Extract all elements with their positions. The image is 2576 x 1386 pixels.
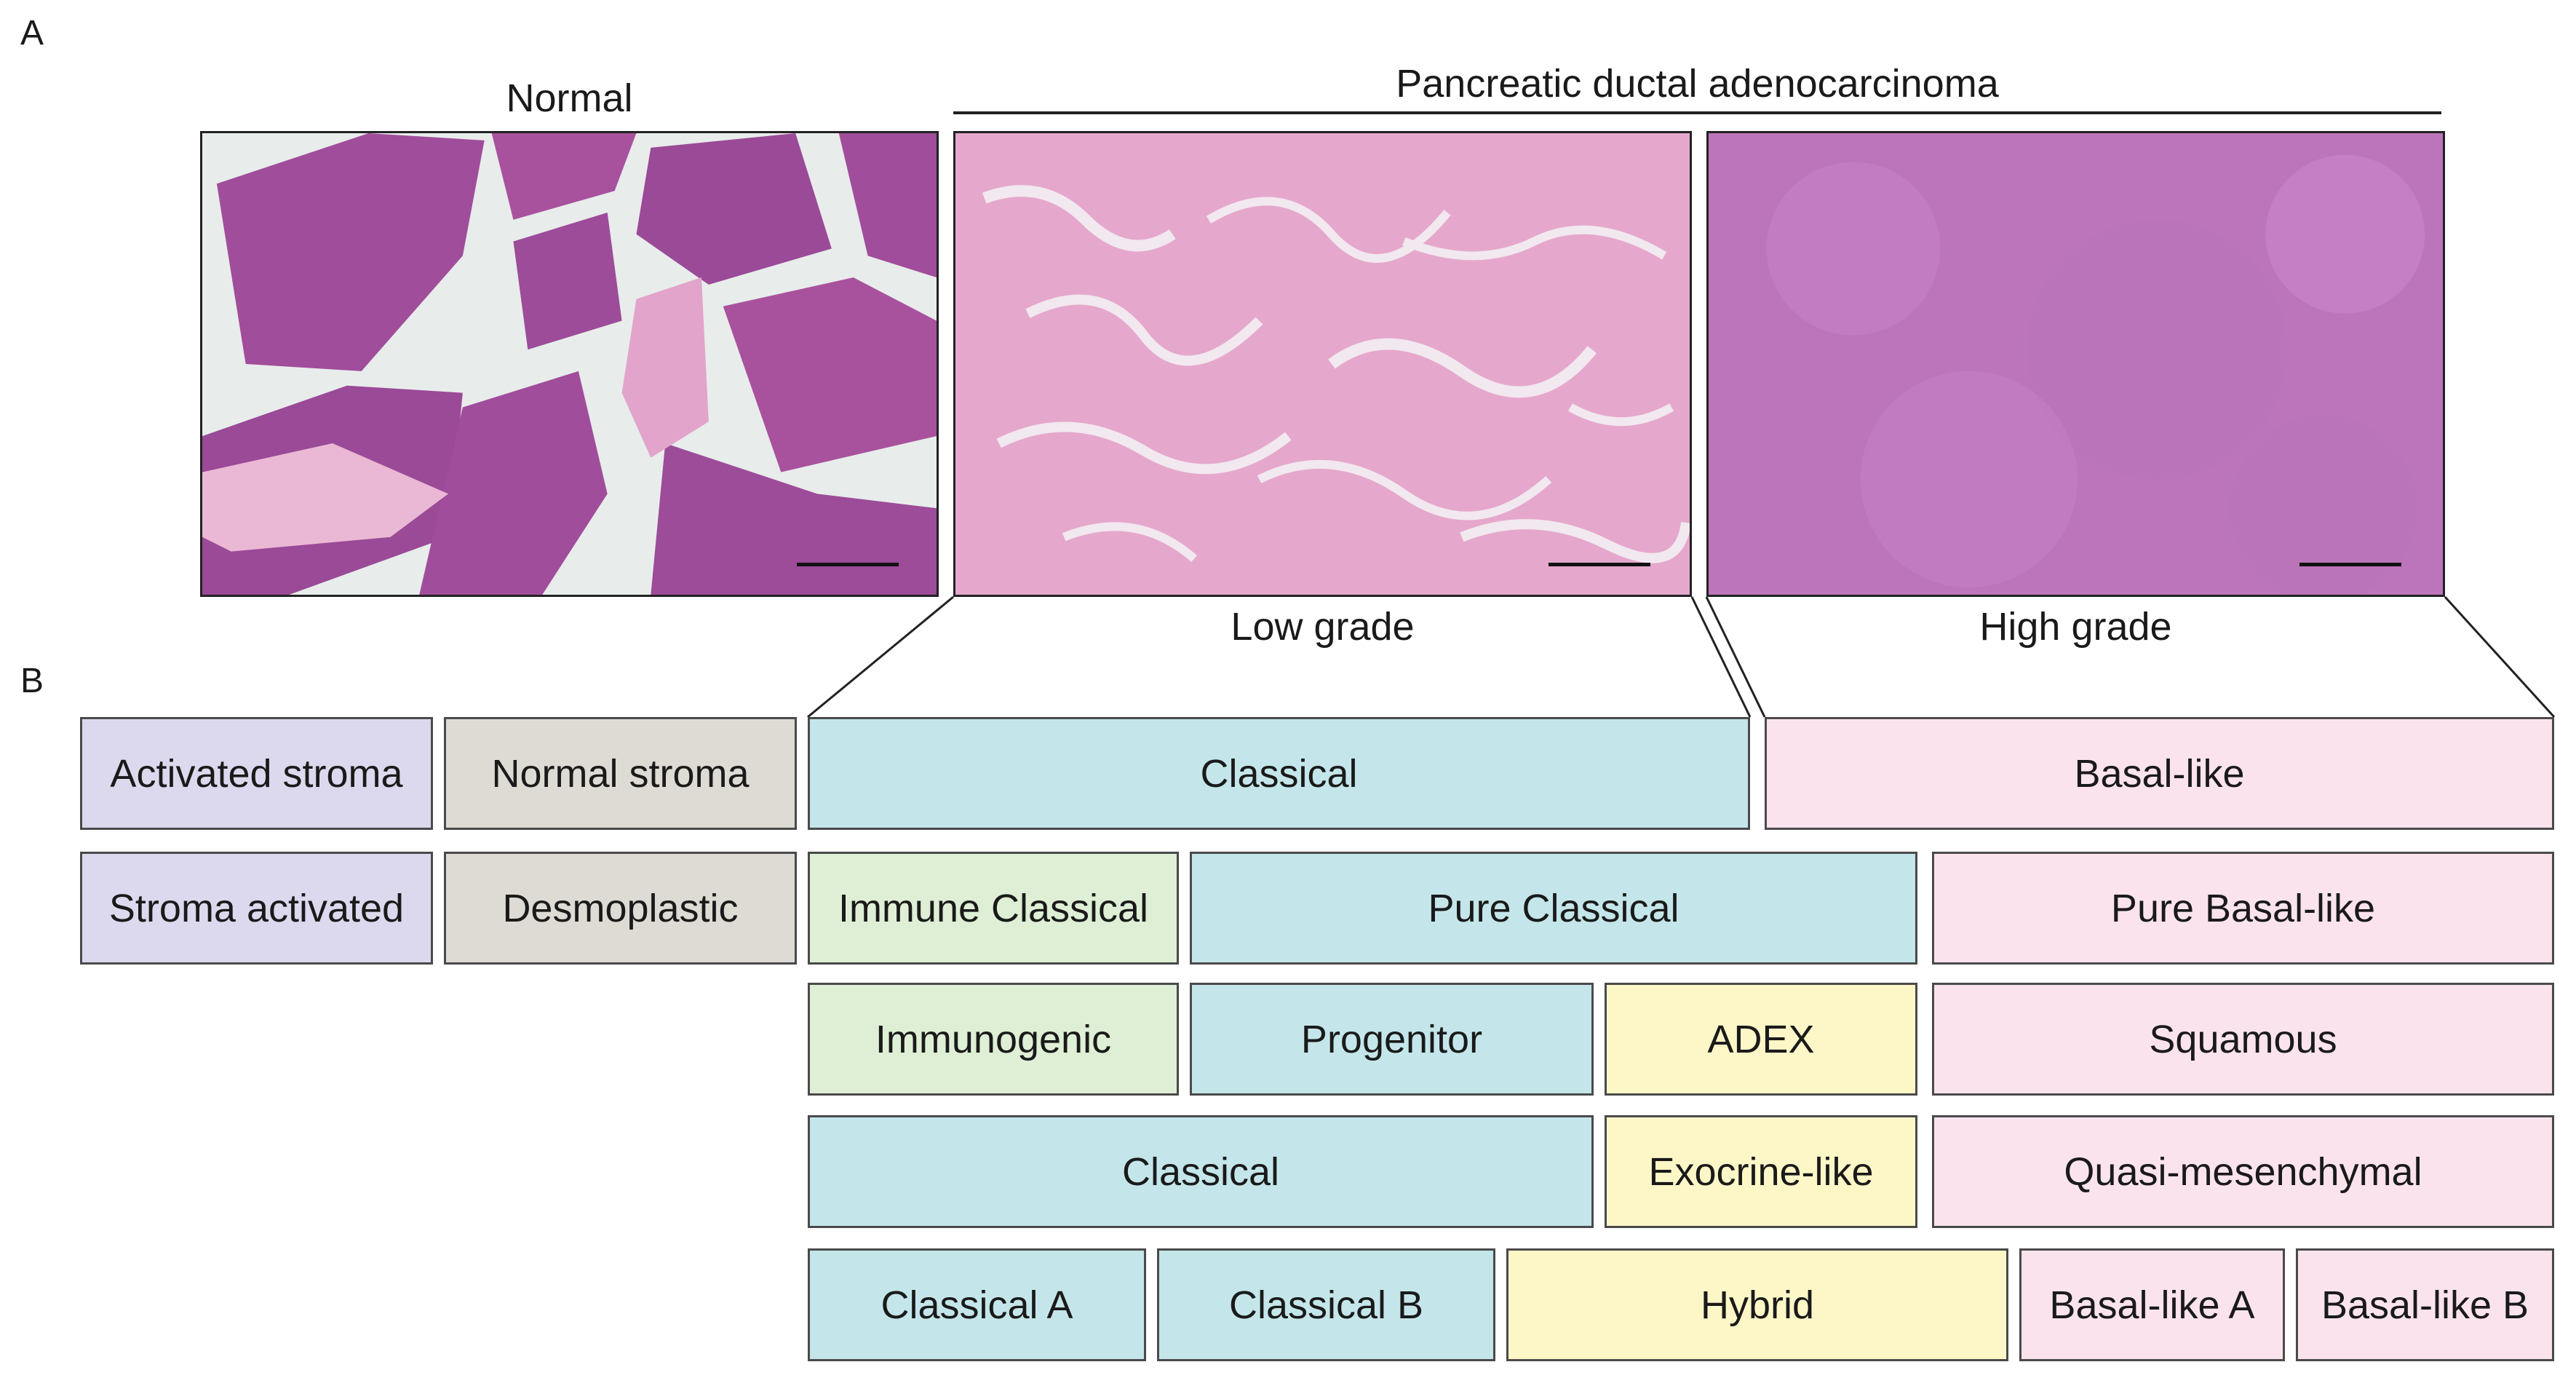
- box-exocrine-like: Exocrine-like: [1605, 1115, 1917, 1228]
- box-pure-basal-like: Pure Basal-like: [1932, 852, 2554, 965]
- high-grade-histology-image: [1706, 131, 2445, 597]
- caption-normal: Normal: [506, 76, 633, 120]
- box-activated-stroma: Activated stroma: [80, 717, 433, 830]
- box-immune-classical: Immune Classical: [808, 852, 1179, 965]
- scale-bar-high-grade: [2299, 563, 2401, 566]
- box-adex: ADEX: [1605, 983, 1917, 1096]
- scale-bar-low-grade: [1549, 563, 1650, 566]
- box-hybrid: Hybrid: [1506, 1248, 2008, 1361]
- box-stroma-activated: Stroma activated: [80, 852, 433, 965]
- scale-bar-normal: [797, 563, 899, 566]
- panel-b-letter: B: [20, 662, 44, 700]
- box-normal-stroma: Normal stroma: [444, 717, 797, 830]
- panel-a-letter: A: [20, 14, 44, 52]
- caption-high-grade: High grade: [1979, 605, 2172, 649]
- box-basal-like: Basal-like: [1765, 717, 2554, 830]
- box-basal-like-b: Basal-like B: [2296, 1248, 2554, 1361]
- box-basal-like-a: Basal-like A: [2019, 1248, 2285, 1361]
- box-classical-row4: Classical: [808, 1115, 1594, 1228]
- normal-histology-image: [200, 131, 939, 597]
- box-classical-top: Classical: [808, 717, 1750, 830]
- high-grade-right-connector: [2444, 595, 2556, 718]
- low-grade-histology-image: [953, 131, 1692, 597]
- box-progenitor: Progenitor: [1190, 983, 1594, 1096]
- box-pure-classical: Pure Classical: [1190, 852, 1917, 965]
- caption-pdac: Pancreatic ductal adenocarcinoma: [1396, 62, 1999, 106]
- box-desmoplastic: Desmoplastic: [444, 852, 797, 965]
- box-squamous: Squamous: [1932, 983, 2554, 1096]
- low-grade-left-connector: [807, 595, 954, 718]
- box-classical-a: Classical A: [808, 1248, 1146, 1361]
- box-immunogenic: Immunogenic: [808, 983, 1179, 1096]
- box-quasi-mesenchymal: Quasi-mesenchymal: [1932, 1115, 2554, 1228]
- box-classical-b: Classical B: [1157, 1248, 1495, 1361]
- caption-low-grade: Low grade: [1231, 605, 1415, 649]
